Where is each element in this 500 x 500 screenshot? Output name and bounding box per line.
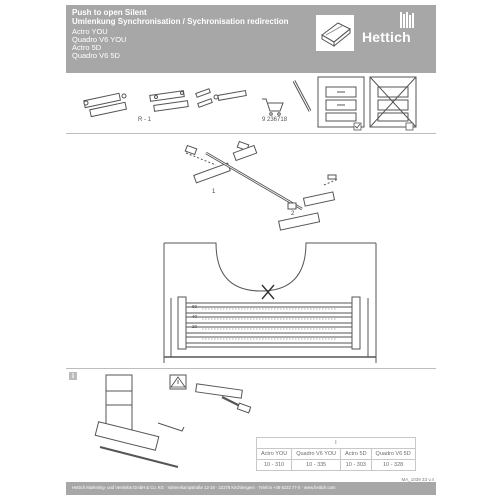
dimension-label: 40 <box>192 314 198 319</box>
title-line: Push to open Silent <box>72 8 147 17</box>
hettich-logo-icon <box>400 12 414 28</box>
table-column-header: Actro 5D <box>340 448 372 460</box>
header-band: Push to open Silent Umlenkung Synchronis… <box>66 5 436 73</box>
box-unchecked-icon <box>405 122 414 131</box>
brand-name: Hettich <box>362 29 411 45</box>
parts-illustration <box>83 76 417 131</box>
model-line: Actro 5D <box>72 43 102 52</box>
info-icon: i <box>69 372 77 380</box>
warning-icon <box>169 374 187 390</box>
length-table: I Actro YOU Quadro V6 YOU Actro 5D Quadr… <box>255 437 416 471</box>
table-cell: 10 - 328 <box>370 459 416 471</box>
instruction-sheet: Push to open Silent Umlenkung Synchronis… <box>66 5 436 495</box>
model-line: Quadro V6 5D <box>72 51 120 60</box>
marker-label: 1 <box>212 189 216 195</box>
check-icon <box>354 123 361 129</box>
table-column-header: Quadro V6 YOU <box>291 448 342 460</box>
dimension-label: 60 <box>192 304 198 309</box>
assembly-drawing: 1 2 <box>163 140 377 363</box>
subtitle-line: Umlenkung Synchronisation / Sychronisati… <box>72 17 289 26</box>
table-column-header: Quadro V6 5D <box>370 448 416 460</box>
article-number: 9 236718 <box>262 117 288 123</box>
table-cell: 10 - 303 <box>340 459 372 471</box>
table-cell: 10 - 335 <box>291 459 342 471</box>
marker-label: 2 <box>291 211 295 217</box>
footer-band: Hettich Marketing- und Vertriebs GmbH & … <box>66 482 436 495</box>
shopping-cart-icon <box>262 98 284 116</box>
table-column-header: Actro YOU <box>255 448 293 460</box>
table-header: I <box>256 437 416 449</box>
drawer-thumbnail-icon <box>316 15 354 51</box>
info-drawing <box>94 374 252 468</box>
model-line: Actro YOU <box>72 27 108 36</box>
model-line: Quadro V6 YOU <box>72 35 127 44</box>
dimension-label: 20 <box>192 324 198 329</box>
document-number-line: MA_1039 33 v.4 <box>401 477 434 482</box>
table-cell: 10 - 310 <box>255 459 293 471</box>
footer-text: Hettich Marketing- und Vertriebs GmbH & … <box>72 485 336 490</box>
qty-label: R - 1 <box>138 117 152 123</box>
assembly-figure: 1 2 <box>66 133 436 368</box>
cross-mark-icon <box>261 284 275 300</box>
parts-row: R - 1 9 236718 <box>66 73 436 134</box>
info-section: i <box>66 368 436 481</box>
